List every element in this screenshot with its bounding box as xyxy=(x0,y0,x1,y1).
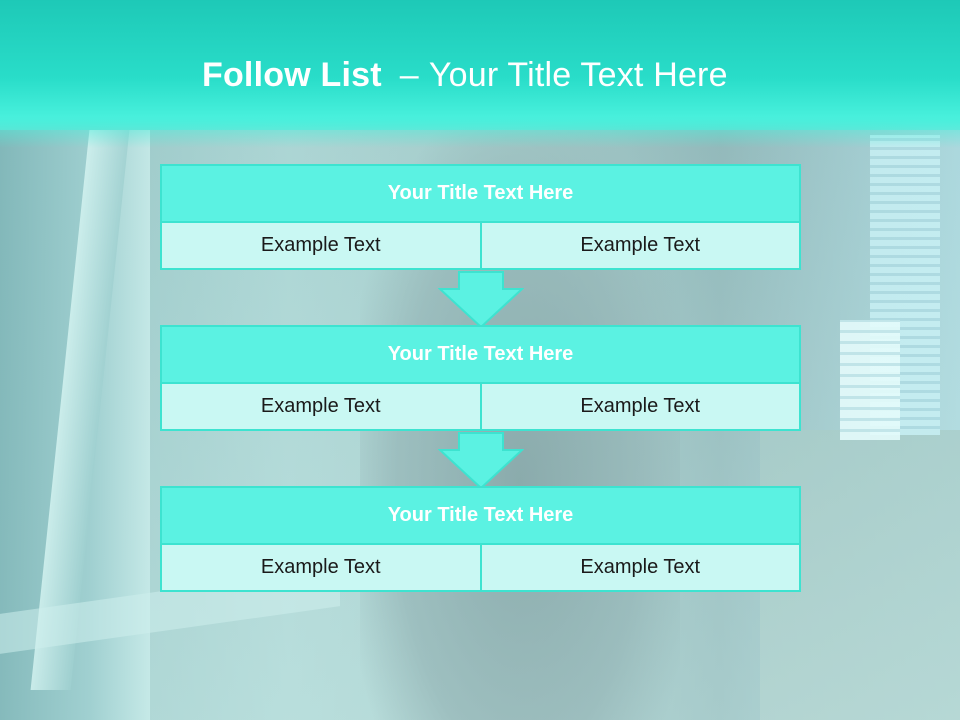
flow-block-row: Example Text Example Text xyxy=(162,384,799,429)
down-arrow-icon xyxy=(438,271,524,329)
flow-block-title[interactable]: Your Title Text Here xyxy=(162,488,799,545)
header-fade xyxy=(0,118,960,148)
down-arrow-icon xyxy=(438,432,524,490)
flow-block-title[interactable]: Your Title Text Here xyxy=(162,327,799,384)
flow-block: Your Title Text Here Example Text Exampl… xyxy=(160,486,801,592)
flow-block-cell[interactable]: Example Text xyxy=(479,384,799,429)
flow-block-cell[interactable]: Example Text xyxy=(162,223,480,268)
flow-block-cell[interactable]: Example Text xyxy=(479,223,799,268)
title-rest: Your Title Text Here xyxy=(428,56,728,94)
flow-block-cell[interactable]: Example Text xyxy=(162,384,480,429)
flow-block-row: Example Text Example Text xyxy=(162,223,799,268)
background-building-small xyxy=(840,320,900,440)
title-separator: – xyxy=(399,56,419,94)
slide-title[interactable]: Follow List–Your Title Text Here xyxy=(202,56,728,95)
flow-block: Your Title Text Here Example Text Exampl… xyxy=(160,164,801,270)
title-bold: Follow List xyxy=(202,56,382,94)
flow-block-title[interactable]: Your Title Text Here xyxy=(162,166,799,223)
header-band xyxy=(0,0,960,130)
flow-block-cell[interactable]: Example Text xyxy=(162,545,480,590)
flow-block-cell[interactable]: Example Text xyxy=(479,545,799,590)
flow-block: Your Title Text Here Example Text Exampl… xyxy=(160,325,801,431)
flow-block-row: Example Text Example Text xyxy=(162,545,799,590)
